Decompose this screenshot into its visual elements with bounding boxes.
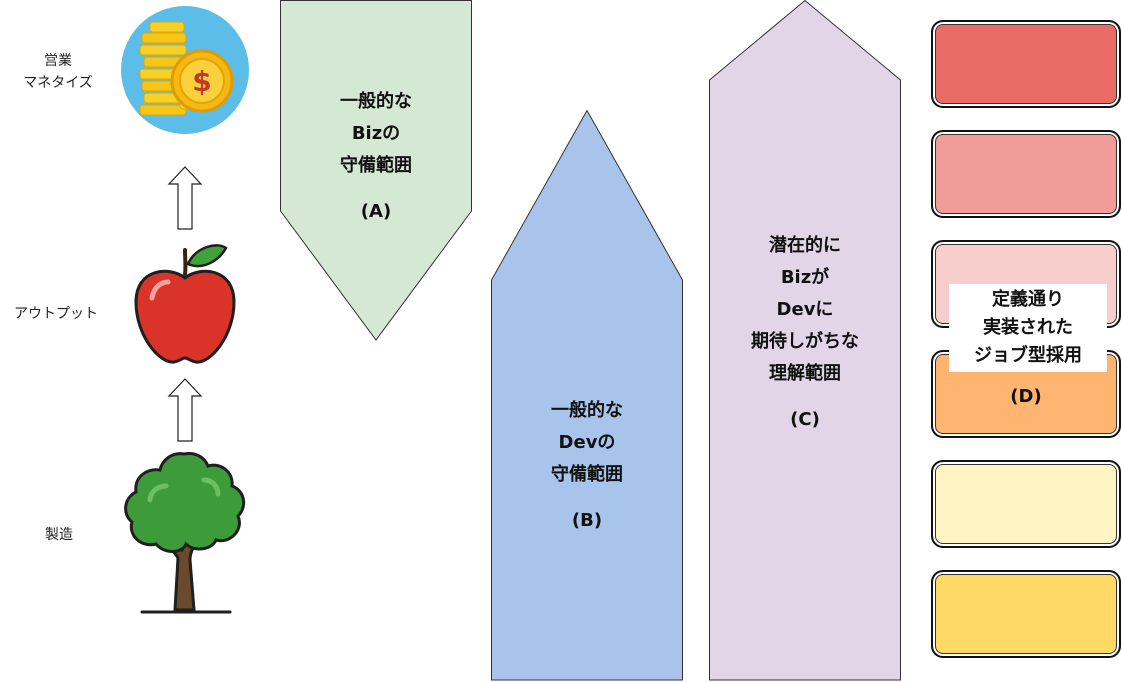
- stack-box-5: [931, 460, 1121, 548]
- shape-b-line-1: 一般的な: [551, 400, 623, 421]
- stack-d-line-3: ジョブ型採用: [974, 345, 1082, 366]
- label-sales-monetize: 営業 マネタイズ: [8, 50, 108, 94]
- stack-box-1: [931, 20, 1121, 108]
- shape-c-line-1: 潜在的に: [769, 235, 841, 256]
- shape-b-dev-scope: [491, 109, 683, 681]
- shape-a-line-2: Bizの: [351, 123, 401, 144]
- tree-icon: [124, 452, 246, 614]
- up-arrow-icon: [167, 378, 203, 442]
- shape-b-line-3: 守備範囲: [551, 464, 623, 485]
- stack-d-line-1: 定義通り: [992, 289, 1064, 310]
- shape-b-tag: (B): [571, 510, 603, 531]
- shape-a-tag: (A): [360, 201, 392, 222]
- shape-c-line-3: Devに: [776, 299, 834, 320]
- stack-box-2: [931, 130, 1121, 218]
- svg-text:$: $: [192, 65, 211, 98]
- coin-money-icon: $: [121, 6, 249, 134]
- shape-b-line-2: Devの: [558, 432, 616, 453]
- shape-c-expected-scope: [709, 0, 901, 681]
- label-monetize: マネタイズ: [23, 75, 93, 91]
- label-sales: 営業: [44, 53, 72, 69]
- shape-c-line-4: 期待しがちな: [751, 331, 859, 352]
- stack-d-line-2: 実装された: [983, 317, 1073, 338]
- shape-a-line-3: 守備範囲: [340, 155, 412, 176]
- label-manufacturing: 製造: [45, 527, 73, 543]
- up-arrow-icon: [167, 166, 203, 230]
- shape-a-biz-scope: [280, 0, 472, 341]
- apple-icon: [134, 244, 236, 364]
- stack-box-6: [931, 570, 1121, 658]
- shape-c-line-5: 理解範囲: [769, 363, 841, 384]
- label-output: アウトプット: [14, 306, 98, 322]
- shape-a-text: 一般的な Bizの 守備範囲 (A): [280, 86, 472, 228]
- stack-d-note: 定義通り 実装された ジョブ型採用: [949, 284, 1107, 372]
- shape-a-line-1: 一般的な: [340, 91, 412, 112]
- shape-c-text: 潜在的に Bizが Devに 期待しがちな 理解範囲 (C): [709, 230, 901, 436]
- shape-c-tag: (C): [790, 409, 820, 430]
- shape-b-text: 一般的な Devの 守備範囲 (B): [491, 395, 683, 537]
- shape-c-line-2: Bizが: [780, 267, 830, 288]
- stack-d-tag: (D): [1010, 386, 1042, 407]
